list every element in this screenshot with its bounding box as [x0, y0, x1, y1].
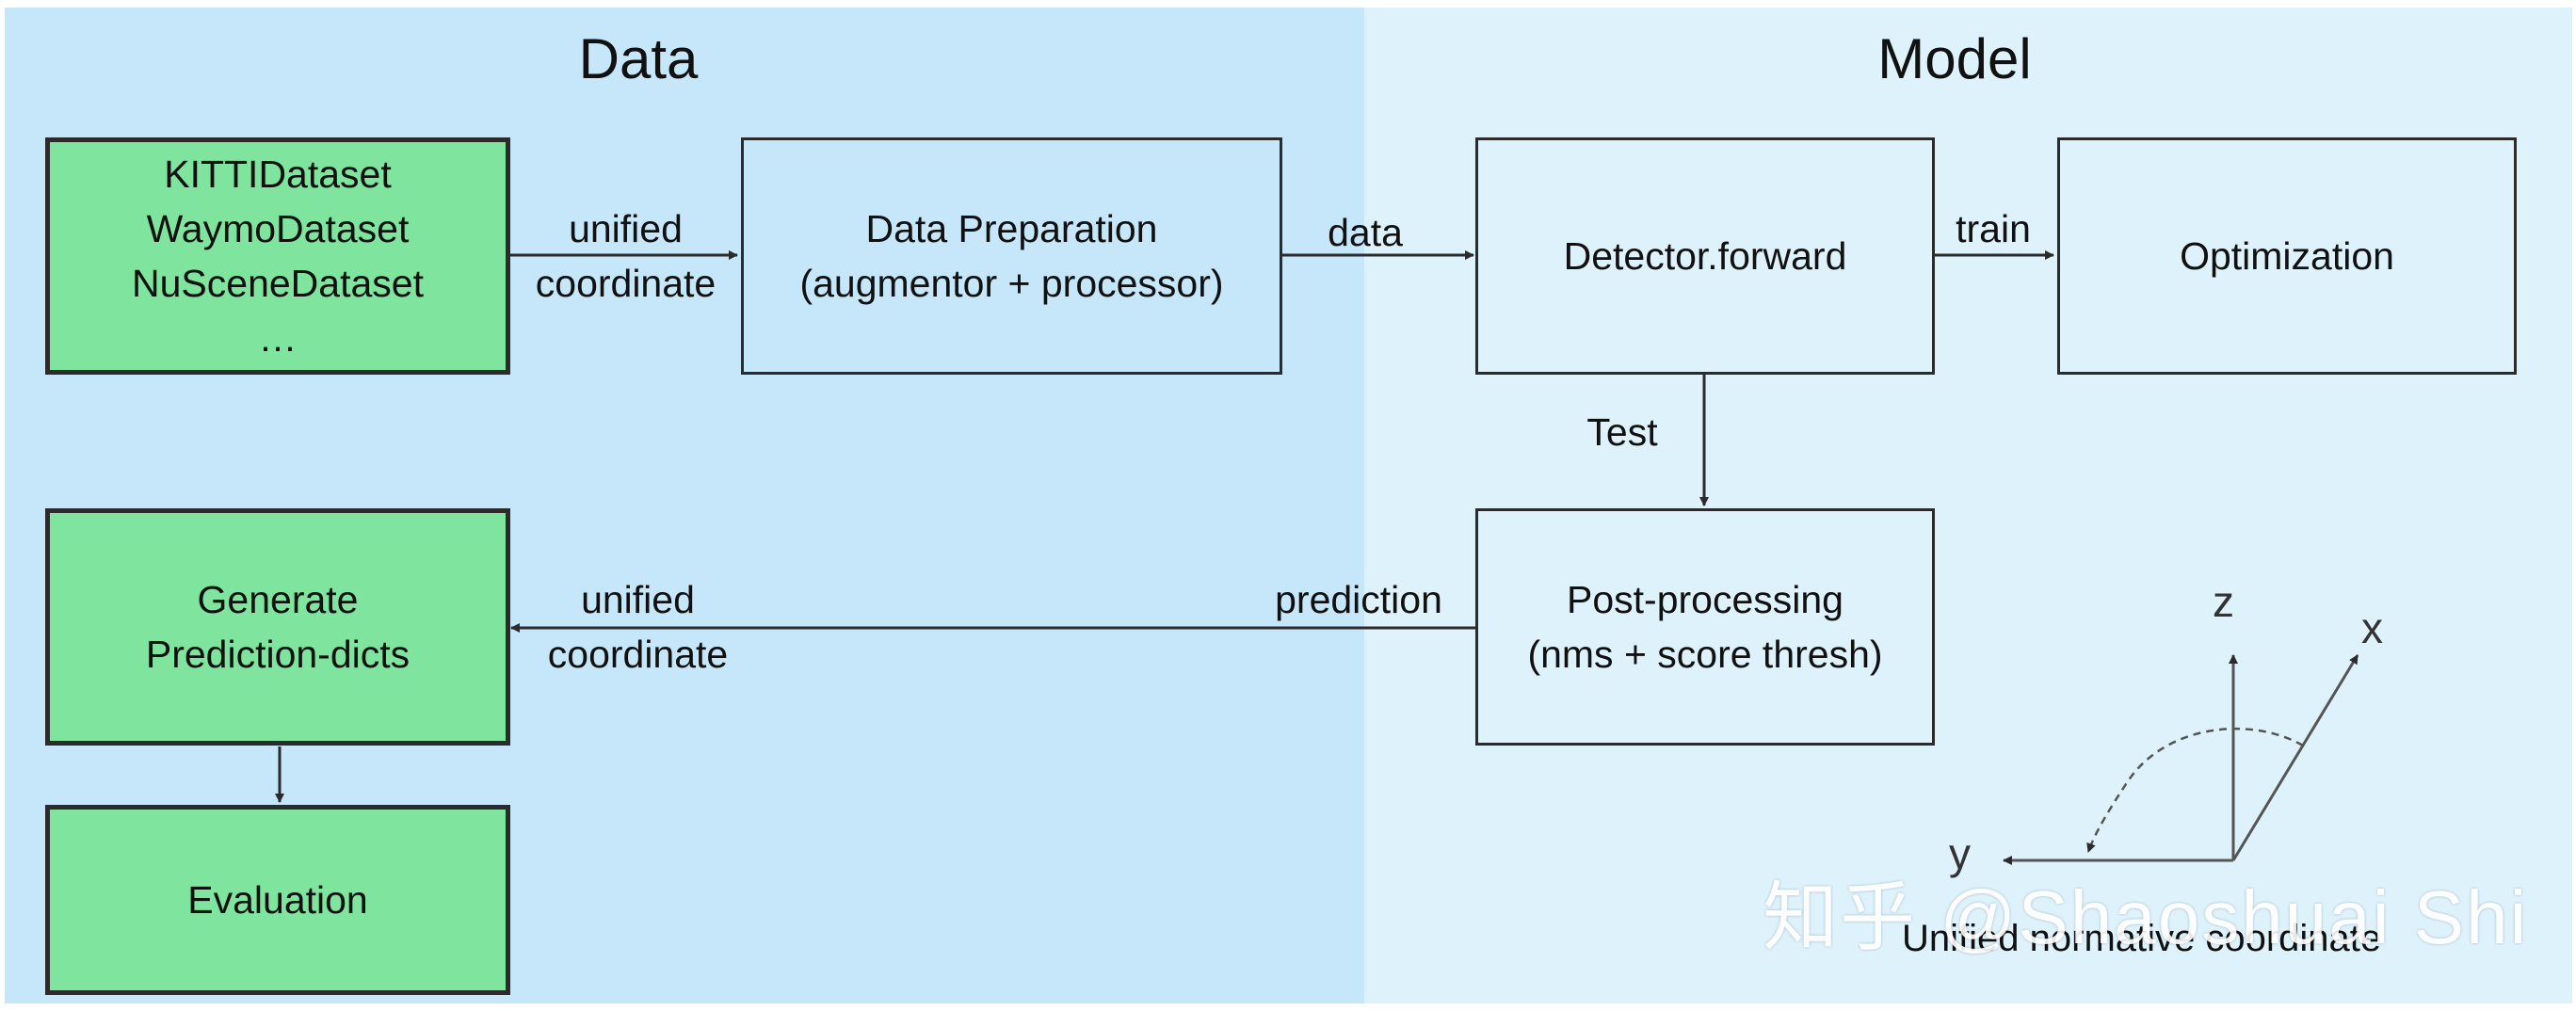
edge-label-train: train [1956, 207, 2031, 250]
edge-label-prediction: prediction [1275, 578, 1442, 621]
edge-label-coordinate-2: coordinate [547, 633, 729, 676]
watermark: 知乎 @Shaoshuai Shi [1763, 875, 2529, 959]
dataset-ellipsis: … [258, 316, 298, 360]
axes-caption: Unified normative coordinate [1902, 918, 2382, 959]
edge-label-coordinate: coordinate [535, 262, 716, 305]
edge-label-unified: unified [569, 207, 683, 250]
rotation-arc [2086, 727, 2304, 853]
post-processing-box: Post-processing (nms + score thresh) [1475, 508, 1935, 746]
dataset-nuscene: NuSceneDataset [132, 262, 424, 305]
evaluation-label: Evaluation [187, 878, 368, 922]
z-axis-label: z [2213, 577, 2234, 626]
prediction-dicts-label: Prediction-dicts [145, 633, 411, 676]
model-section-title: Model [1877, 27, 2032, 90]
edge-label-unified-coordinate-bottom: unified coordinate [532, 572, 744, 682]
y-axis-label: y [1949, 829, 1971, 878]
data-preparation-subtitle: (augmentor + processor) [799, 262, 1224, 305]
detector-forward-label: Detector.forward [1563, 234, 1847, 278]
dataset-kitti: KITTIDataset [164, 152, 392, 196]
post-processing-title: Post-processing [1567, 578, 1843, 621]
coordinate-axes [2003, 654, 2359, 865]
data-section-title: Data [578, 27, 699, 90]
edge-label-test: Test [1586, 410, 1658, 454]
optimization-label: Optimization [2180, 234, 2394, 278]
optimization-box: Optimization [2057, 137, 2517, 375]
edge-label-unified-2: unified [581, 578, 695, 621]
generate-label: Generate [197, 578, 359, 621]
edge-label-unified-coordinate-top: unified coordinate [520, 201, 732, 311]
data-preparation-title: Data Preparation [865, 207, 1158, 250]
detector-forward-box: Detector.forward [1475, 137, 1935, 375]
x-axis [2231, 654, 2359, 861]
dataset-waymo: WaymoDataset [146, 207, 410, 250]
x-axis-label: x [2361, 603, 2383, 652]
data-preparation-box: Data Preparation (augmentor + processor) [741, 137, 1282, 375]
edge-label-data: data [1328, 211, 1403, 254]
datasets-box: KITTIDataset WaymoDataset NuSceneDataset… [45, 137, 510, 375]
post-processing-subtitle: (nms + score thresh) [1527, 633, 1883, 676]
evaluation-box: Evaluation [45, 805, 510, 995]
generate-prediction-box: Generate Prediction-dicts [45, 508, 510, 746]
